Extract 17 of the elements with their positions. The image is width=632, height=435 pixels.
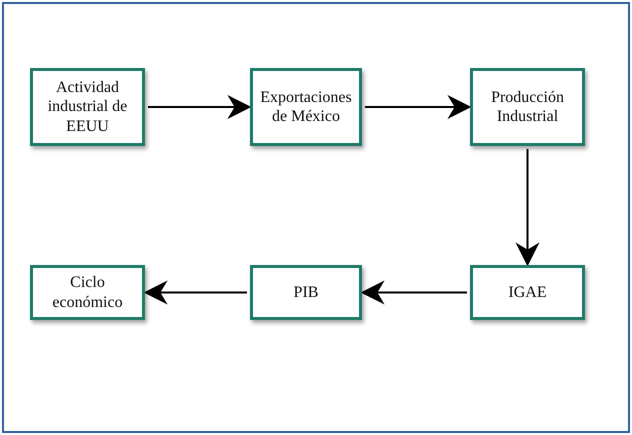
process-box [250, 68, 362, 146]
box-label: IGAE [508, 282, 547, 302]
box-label: Exportaciones de México [259, 88, 353, 126]
process-box [250, 265, 362, 320]
arrow [148, 95, 252, 119]
arrow [365, 95, 472, 119]
box-label: Producción Industrial [490, 88, 565, 126]
process-box [30, 265, 145, 320]
arrow [360, 280, 467, 304]
process-box [470, 265, 585, 320]
box-label: Actividad industrial de EEUU [46, 78, 128, 136]
arrow [144, 280, 247, 304]
box-label: Ciclo económico [51, 273, 124, 312]
process-box [30, 68, 145, 146]
process-box [470, 68, 585, 146]
arrow [516, 149, 540, 266]
box-label: PIB [294, 282, 318, 302]
